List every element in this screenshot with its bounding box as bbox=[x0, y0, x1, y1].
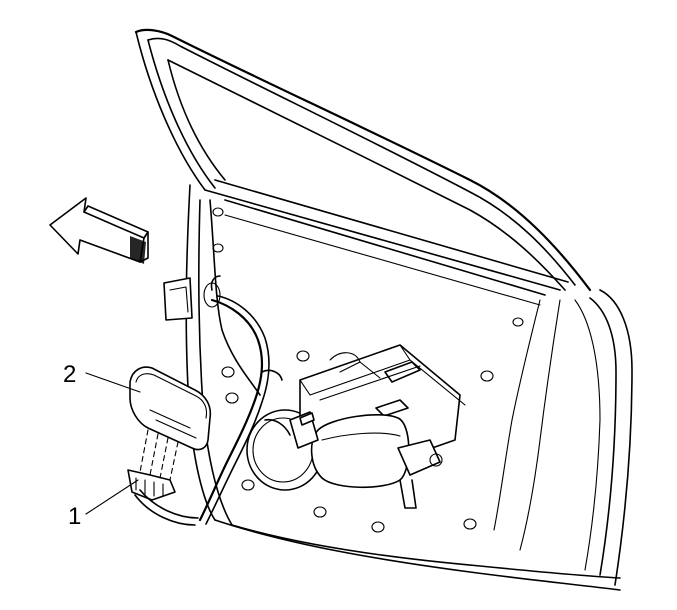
wiring-harness bbox=[198, 275, 291, 525]
door-window-frame bbox=[134, 28, 592, 306]
window-motor bbox=[310, 413, 443, 509]
harness-connector bbox=[127, 469, 199, 526]
door-control-module bbox=[129, 366, 212, 451]
mounting-holes bbox=[212, 207, 524, 533]
connection-dashed-lines bbox=[139, 429, 179, 481]
door-inner-panel bbox=[185, 184, 633, 591]
callout-2-label: 2 bbox=[63, 361, 76, 388]
callout-1-label: 1 bbox=[68, 503, 81, 530]
forward-direction-arrow bbox=[49, 197, 149, 264]
harness-connectors bbox=[163, 277, 319, 449]
leader-lines bbox=[85, 372, 141, 515]
